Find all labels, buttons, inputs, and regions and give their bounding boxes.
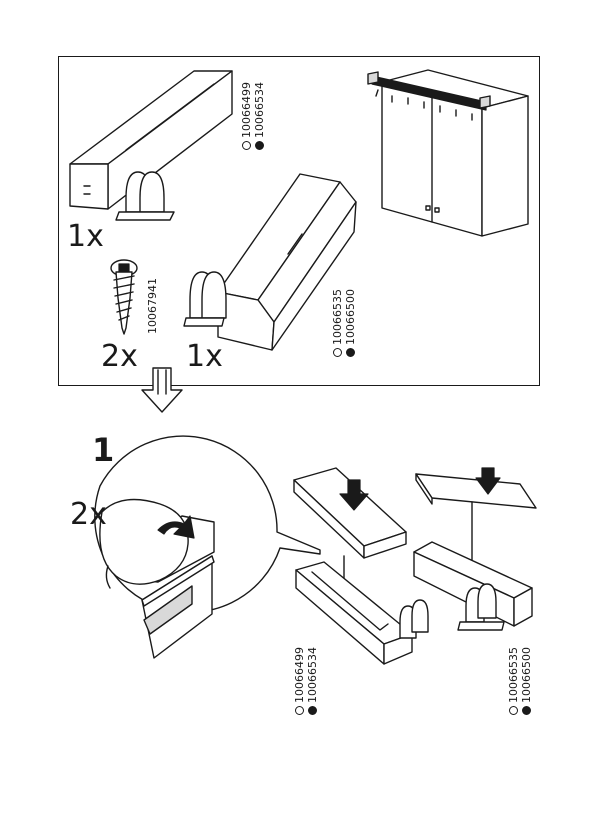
- black-dot-icon: [522, 706, 531, 715]
- detail-quantity: 2x: [70, 500, 107, 530]
- down-arrow-icon: [140, 366, 184, 414]
- white-dot-icon: [509, 706, 518, 715]
- bottom-clip-code-black: 10066500: [344, 289, 357, 345]
- right-part-codes: 10066535 10066500: [507, 647, 533, 715]
- top-clip-quantity: 1x: [67, 222, 104, 252]
- screw-quantity: 2x: [101, 342, 138, 372]
- left-part-code-black: 10066534: [306, 647, 319, 703]
- black-dot-icon: [255, 141, 264, 150]
- left-part-codes: 10066499 10066534: [293, 647, 319, 715]
- screw-article-code: 10067941: [146, 278, 159, 334]
- white-dot-icon: [242, 141, 251, 150]
- clip-open-right-illustration: [410, 456, 540, 636]
- black-dot-icon: [346, 348, 355, 357]
- right-part-code-white: 10066535: [507, 647, 520, 703]
- bottom-clip-codes: 10066535 10066500: [331, 289, 357, 357]
- left-part-code-white: 10066499: [293, 647, 306, 703]
- bottom-clip-quantity: 1x: [186, 342, 223, 372]
- bottom-clip-code-white: 10066535: [331, 289, 344, 345]
- top-clip-code-white: 10066499: [240, 82, 253, 138]
- screw-illustration: [104, 258, 144, 338]
- cabinet-illustration: [368, 68, 528, 243]
- top-clip-codes: 10066499 10066534: [240, 82, 266, 150]
- white-dot-icon: [333, 348, 342, 357]
- screw-code: 10067941: [146, 278, 159, 334]
- black-dot-icon: [308, 706, 317, 715]
- right-part-code-black: 10066500: [520, 647, 533, 703]
- white-dot-icon: [295, 706, 304, 715]
- top-clip-code-black: 10066534: [253, 82, 266, 138]
- step-number: 1: [92, 434, 114, 466]
